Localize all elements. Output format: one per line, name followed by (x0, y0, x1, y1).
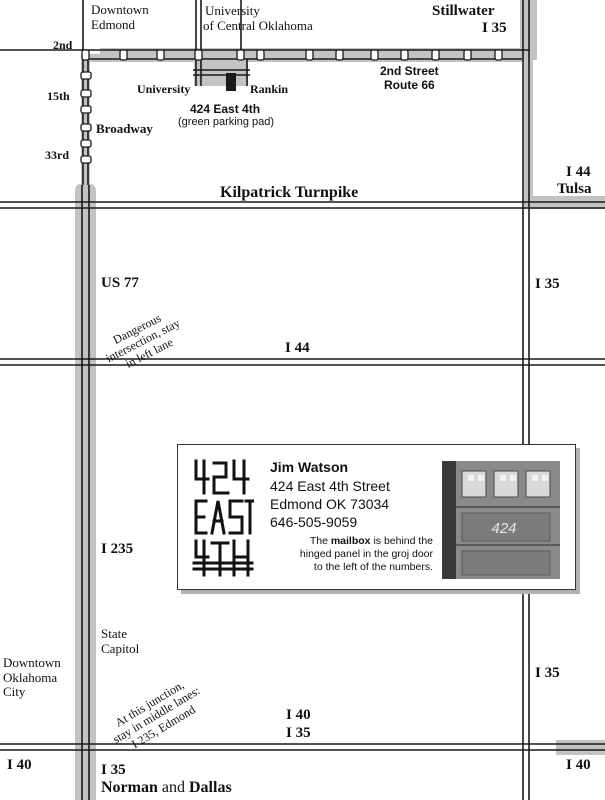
label-i35-bottom: I 35 (101, 762, 126, 778)
label-i44-center: I 44 (285, 340, 310, 356)
label-2nd-street: 2nd Street (380, 64, 439, 78)
signal-marker (80, 71, 92, 80)
label-norman: Norman (101, 779, 158, 796)
label-i40-center: I 40 (286, 707, 311, 723)
label-street-2nd: 2nd (53, 38, 73, 52)
mailbox-note-pre: The (309, 535, 331, 547)
label-downtown-okc: Downtown Oklahoma City (3, 655, 61, 700)
signal-marker (80, 155, 92, 164)
label-i35-north: I 35 (482, 20, 507, 36)
label-downtown-edmond: Downtown Edmond (91, 2, 149, 32)
route-highlight (75, 0, 605, 800)
garage-door-image: 424 (442, 461, 560, 579)
label-street-33rd: 33rd (45, 148, 69, 162)
label-and: and (161, 779, 185, 796)
signal-markers (80, 49, 503, 164)
label-street-15th: 15th (47, 89, 70, 103)
signal-marker (80, 105, 92, 114)
label-us77: US 77 (101, 275, 139, 291)
contact-card: Jim Watson 424 East 4th Street Edmond OK… (177, 444, 576, 590)
contact-city: Edmond OK 73034 (270, 496, 390, 512)
label-i235: I 235 (101, 541, 134, 557)
signal-marker (305, 49, 314, 61)
route-highlight-main (75, 0, 537, 800)
label-kilpatrick: Kilpatrick Turnpike (220, 184, 359, 201)
label-i35-center: I 35 (286, 725, 311, 741)
signal-marker (80, 123, 92, 132)
contact-street: 424 East 4th Street (270, 478, 390, 494)
label-i40-right: I 40 (566, 757, 591, 773)
label-destination: Norman and Dallas (101, 779, 232, 797)
signal-marker (431, 49, 440, 61)
house-marker (226, 73, 236, 91)
signal-marker (81, 49, 90, 61)
signal-marker (236, 49, 245, 61)
contact-phone: 646-505-9059 (270, 514, 358, 530)
label-i35-mid-right: I 35 (535, 276, 560, 292)
label-state-capitol: State Capitol (101, 626, 140, 656)
mailbox-note: The mailbox is behind the hinged panel i… (300, 535, 433, 574)
address-logo (192, 459, 254, 577)
signal-marker (335, 49, 344, 61)
label-route-66: Route 66 (384, 78, 435, 92)
signal-marker (463, 49, 472, 61)
signal-marker (194, 49, 203, 61)
contact-name: Jim Watson (270, 459, 349, 475)
signal-marker (119, 49, 128, 61)
label-central-oklahoma: of Central Oklahoma (203, 18, 313, 33)
label-address: 424 East 4th (190, 102, 261, 116)
signal-marker (370, 49, 379, 61)
label-broadway: Broadway (96, 121, 153, 136)
signal-marker (256, 49, 265, 61)
mailbox-note-post: is behind the hinged panel in the groj d… (299, 535, 433, 574)
garage-door-photo: 424 (442, 461, 560, 579)
route-highlight-i40-right (556, 740, 605, 755)
signal-marker (156, 49, 165, 61)
garage-house-number: 424 (491, 520, 516, 537)
signal-marker (80, 139, 92, 148)
mailbox-note-bold: mailbox (330, 535, 371, 547)
label-i35-low-right: I 35 (535, 665, 560, 681)
label-rankin: Rankin (250, 82, 289, 96)
label-i44-east: I 44 (566, 164, 591, 180)
signal-marker (400, 49, 409, 61)
signal-marker (494, 49, 503, 61)
label-dallas: Dallas (189, 779, 232, 796)
label-university: University (137, 82, 191, 96)
label-tulsa: Tulsa (557, 181, 592, 197)
label-stillwater: Stillwater (432, 3, 495, 19)
signal-marker (80, 89, 92, 98)
label-i40-left: I 40 (7, 757, 32, 773)
label-university-of: University (205, 3, 260, 18)
label-parking-note: (green parking pad) (178, 116, 275, 128)
route-highlight-campus (194, 56, 248, 86)
